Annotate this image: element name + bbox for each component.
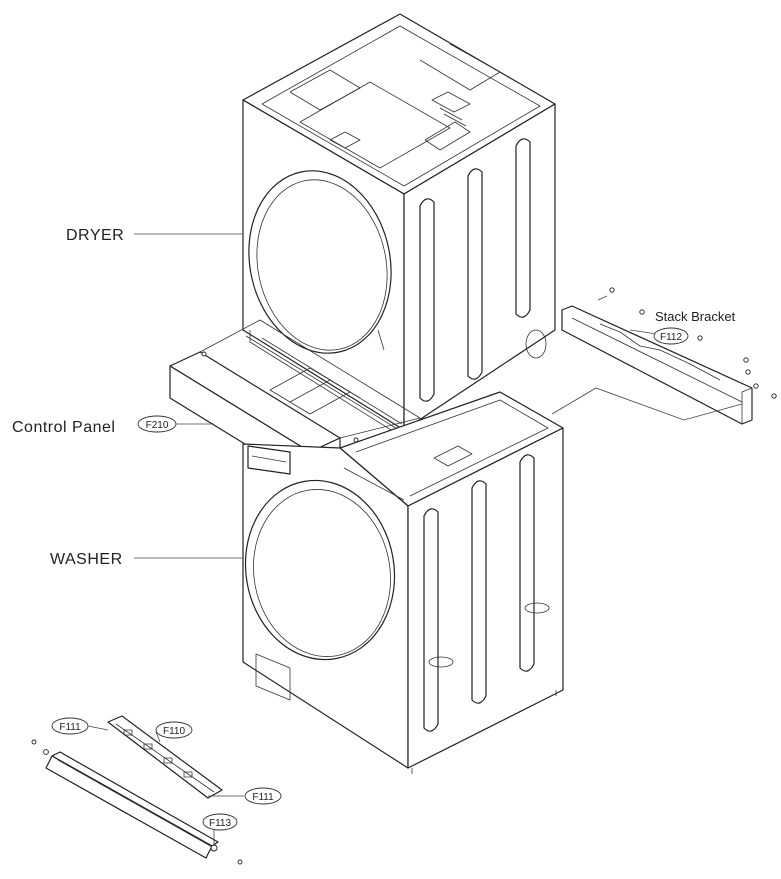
stack-bracket-label: Stack Bracket	[655, 309, 736, 324]
f111-left-balloon: F111	[51, 717, 89, 735]
f112-code: F112	[660, 332, 682, 343]
dryer-label: DRYER	[66, 227, 124, 244]
f110-balloon: F110	[155, 721, 193, 739]
f113-code: F113	[209, 818, 231, 829]
washer-label: WASHER	[50, 551, 123, 568]
washer-unit	[242, 391, 564, 774]
kick-plate-assembly	[31, 715, 243, 865]
f111-right-balloon: F111	[244, 787, 282, 805]
f111-left-leader	[87, 725, 109, 731]
stack-bracket-leader	[629, 329, 658, 335]
f113-balloon: F113	[202, 813, 238, 831]
stack-bracket-part	[551, 287, 777, 425]
f210-code: F210	[146, 420, 169, 431]
f210-balloon: F210	[137, 415, 177, 433]
f112-balloon: F112	[653, 327, 689, 345]
f111-right-code: F111	[252, 792, 274, 803]
f110-code: F110	[163, 726, 185, 737]
dryer-unit	[242, 13, 556, 439]
f111-left-code: F111	[59, 722, 81, 733]
control-panel-label: Control Panel	[12, 419, 115, 436]
f110-leader	[155, 731, 161, 743]
